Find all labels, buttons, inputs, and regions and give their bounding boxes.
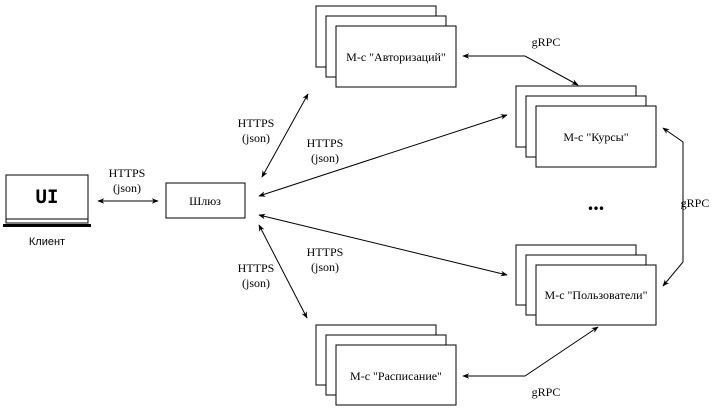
edge-gateway-courses: [258, 114, 508, 197]
edge-label-line: (json): [113, 181, 141, 195]
edge-label-line: (json): [311, 260, 339, 274]
edge-label-line: HTTPS: [238, 116, 275, 130]
edge-label-line: (json): [242, 131, 270, 145]
client-screen-text: UI: [36, 186, 59, 208]
edge-label-line: HTTPS: [238, 261, 275, 275]
service-schedule-box: [335, 344, 457, 406]
edge-gateway-schedule: [258, 224, 308, 319]
edge-label-line: HTTPS: [307, 245, 344, 259]
edge-label-line: HTTPS: [307, 136, 344, 150]
edge-courses-users: [662, 127, 684, 287]
service-users-box: [535, 264, 657, 326]
edge-label-gateway-auth: HTTPS (json): [238, 116, 275, 145]
client-label: Клиент: [29, 236, 65, 248]
gateway-label: Шлюз: [189, 194, 221, 208]
edge-label-line: (json): [311, 151, 339, 165]
edge-label-line: HTTPS: [109, 166, 146, 180]
edge-label-courses-users: gRPC: [681, 196, 710, 210]
service-users-stack: М-с "Пользователи": [515, 244, 657, 326]
edge-gateway-users: [258, 213, 508, 277]
service-schedule-stack: М-с "Расписание": [315, 324, 457, 406]
edge-label-gateway-schedule: HTTPS (json): [238, 261, 275, 290]
edge-label-gateway-courses: HTTPS (json): [307, 136, 344, 165]
edge-label-client-gateway: HTTPS (json): [109, 166, 146, 195]
edge-users-schedule: [462, 326, 599, 379]
monitor-stand: [5, 218, 89, 224]
service-courses-box: [535, 105, 657, 168]
monitor-base: [3, 224, 91, 227]
monitor-screen: [5, 174, 89, 220]
service-auth-box: [335, 25, 457, 88]
service-schedule-label: М-с "Расписание": [350, 369, 442, 383]
client-node: UI Клиент: [3, 174, 91, 248]
edge-label-auth-courses: gRPC: [532, 35, 561, 49]
service-auth-stack: М-с "Авторизаций": [315, 5, 457, 88]
gateway-node: Шлюз: [165, 182, 246, 219]
edge-label-gateway-users: HTTPS (json): [307, 245, 344, 274]
service-courses-label: М-с "Курсы": [563, 130, 628, 144]
more-services-ellipsis: ...: [588, 190, 605, 215]
service-users-label: М-с "Пользователи": [545, 288, 648, 302]
service-auth-label: М-с "Авторизаций": [346, 50, 446, 64]
edge-auth-courses: [462, 53, 579, 86]
service-courses-stack: М-с "Курсы": [515, 85, 657, 168]
edge-label-line: (json): [242, 276, 270, 290]
edge-label-users-schedule: gRPC: [532, 385, 561, 399]
